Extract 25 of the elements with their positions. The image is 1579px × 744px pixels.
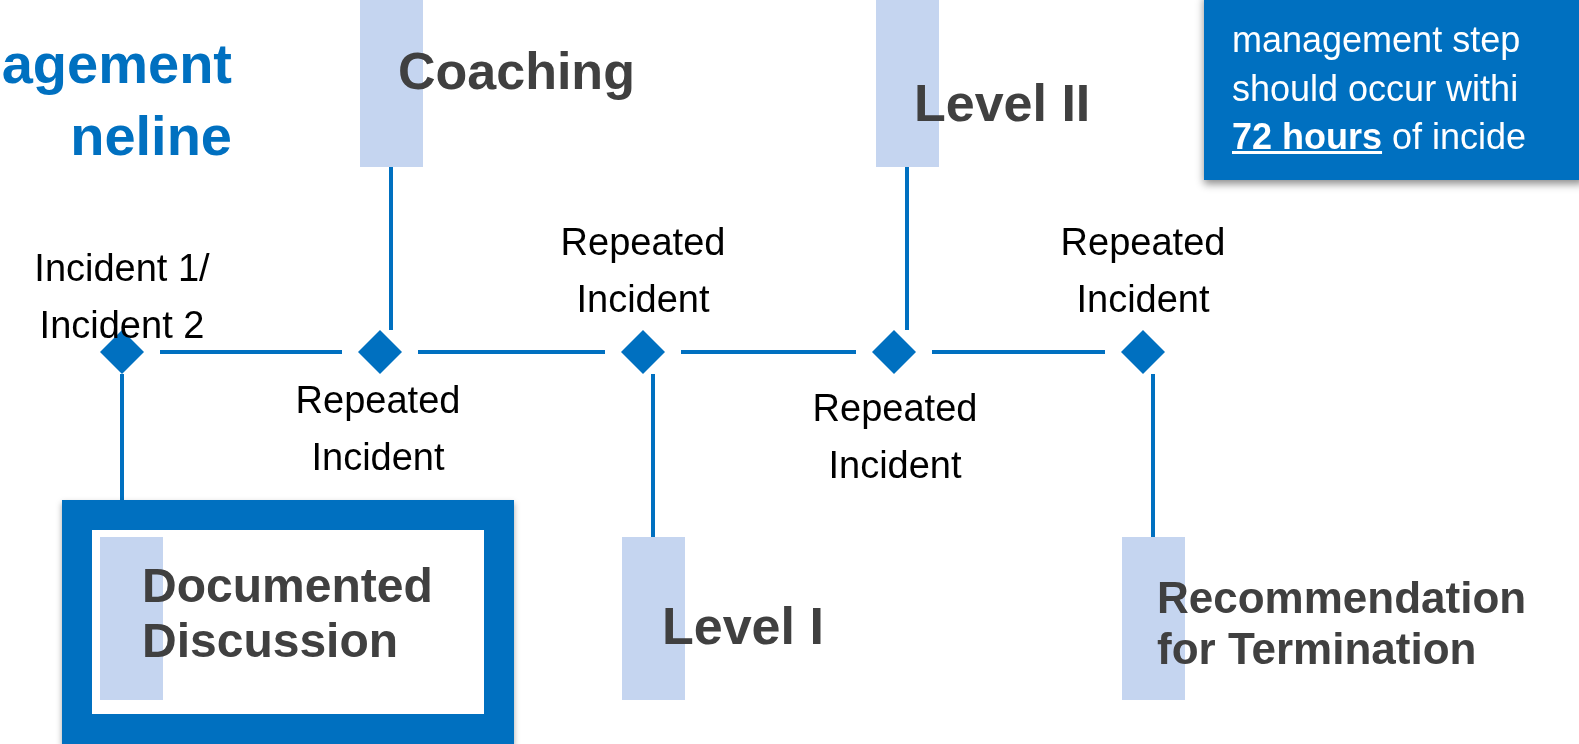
milestone-diamond	[358, 330, 402, 374]
milestone-diamond	[1121, 330, 1165, 374]
stage-label: Level I	[662, 597, 825, 657]
timeline-line	[1151, 374, 1155, 537]
title: agement neline	[0, 31, 232, 169]
timeline-line	[389, 167, 393, 330]
milestone-diamond	[872, 330, 916, 374]
stage-label: Coaching	[398, 42, 636, 102]
timeline-line	[651, 374, 655, 537]
timeline-line	[160, 350, 342, 354]
incident-label: Repeated Incident	[559, 220, 727, 322]
incident-label: Repeated Incident	[1059, 220, 1227, 322]
milestone-diamond	[621, 330, 665, 374]
stage-label: Documented Discussion	[142, 558, 434, 669]
stage-label: Level II	[914, 74, 1092, 134]
stage-label: Recommendation for Termination	[1157, 573, 1528, 675]
incident-label: Repeated Incident	[294, 378, 462, 480]
timeline-line	[932, 350, 1105, 354]
incident-label: Repeated Incident	[811, 386, 979, 488]
timeline-line	[120, 374, 124, 500]
note-box: management step should occur withi 72 hours of incide	[1204, 0, 1579, 180]
incident-label: Incident 1/ Incident 2	[33, 246, 211, 348]
timeline-line	[905, 167, 909, 330]
timeline-line	[681, 350, 856, 354]
timeline-line	[418, 350, 605, 354]
